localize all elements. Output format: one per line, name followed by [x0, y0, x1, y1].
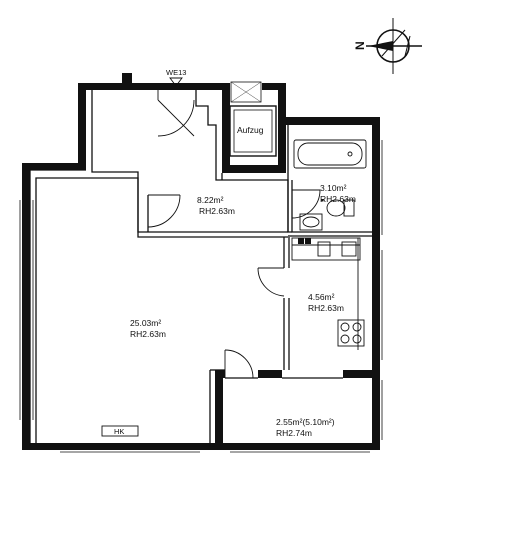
- entrance-marker: WE13: [166, 68, 186, 87]
- north-label: N: [353, 41, 367, 50]
- north-compass-icon: [366, 18, 422, 74]
- balcony-area: 2.55m²(5.10m²): [276, 417, 335, 427]
- living-room-height: RH2.63m: [130, 329, 166, 339]
- entrance-label: WE13: [166, 68, 186, 77]
- toilet-icon: [326, 199, 355, 217]
- bathroom-height: RH2.63m: [320, 194, 356, 204]
- balcony-height: RH2.74m: [276, 428, 312, 438]
- stove-icon: [337, 319, 365, 347]
- walls: [22, 73, 380, 450]
- kitchen-height: RH2.63m: [308, 303, 344, 313]
- sink-icon: [298, 238, 311, 244]
- heating-radiator: [101, 425, 139, 437]
- doors: [147, 90, 321, 379]
- washing-machine-icon: [321, 199, 324, 202]
- washbasin-icon: [299, 213, 323, 231]
- bedroom-height: RH2.63m: [199, 206, 235, 216]
- elevator-label: Aufzug: [237, 125, 264, 135]
- kitchen-area: 4.56m²: [308, 292, 335, 302]
- heating-label: HK: [114, 427, 124, 436]
- elevator: [229, 81, 277, 157]
- living-room-area: 25.03m²: [130, 318, 161, 328]
- bathroom-area: 3.10m²: [320, 183, 347, 193]
- inner-walls: [29, 90, 372, 447]
- bedroom-area: 8.22m²: [197, 195, 224, 205]
- windows: [19, 140, 383, 453]
- bathtub-icon: [293, 139, 367, 169]
